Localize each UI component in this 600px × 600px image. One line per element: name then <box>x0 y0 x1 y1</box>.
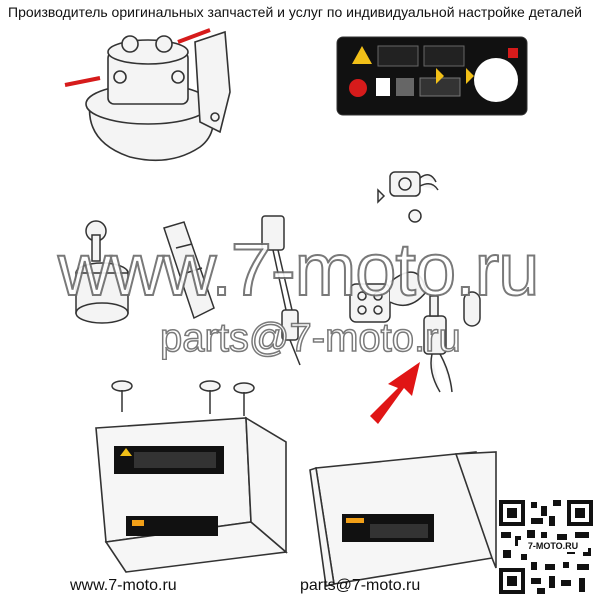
solenoid-illustration <box>64 28 231 162</box>
fuse-holder-illustration <box>163 221 215 320</box>
red-arrow-icon <box>370 362 420 424</box>
battery-box-illustration <box>309 451 497 587</box>
footer-site: www.7-moto.ru <box>70 577 177 594</box>
watermark-email: parts@7-moto.ru <box>159 316 461 360</box>
header-title: Производитель оригинальных запчастей и у… <box>8 4 582 20</box>
warning-decal <box>336 36 528 116</box>
footer-email: parts@7-moto.ru <box>300 577 421 594</box>
qr-label: 7-MOTO.RU <box>518 540 588 552</box>
switch-illustration <box>377 171 439 223</box>
watermark-site: www.7-moto.ru <box>57 228 540 311</box>
battery-tray-illustration <box>95 416 288 573</box>
ignition-switch-illustration <box>75 220 129 324</box>
bolt-illustration <box>111 380 255 416</box>
relay-switch-illustration <box>349 271 481 393</box>
wire-connector-illustration <box>261 215 301 366</box>
